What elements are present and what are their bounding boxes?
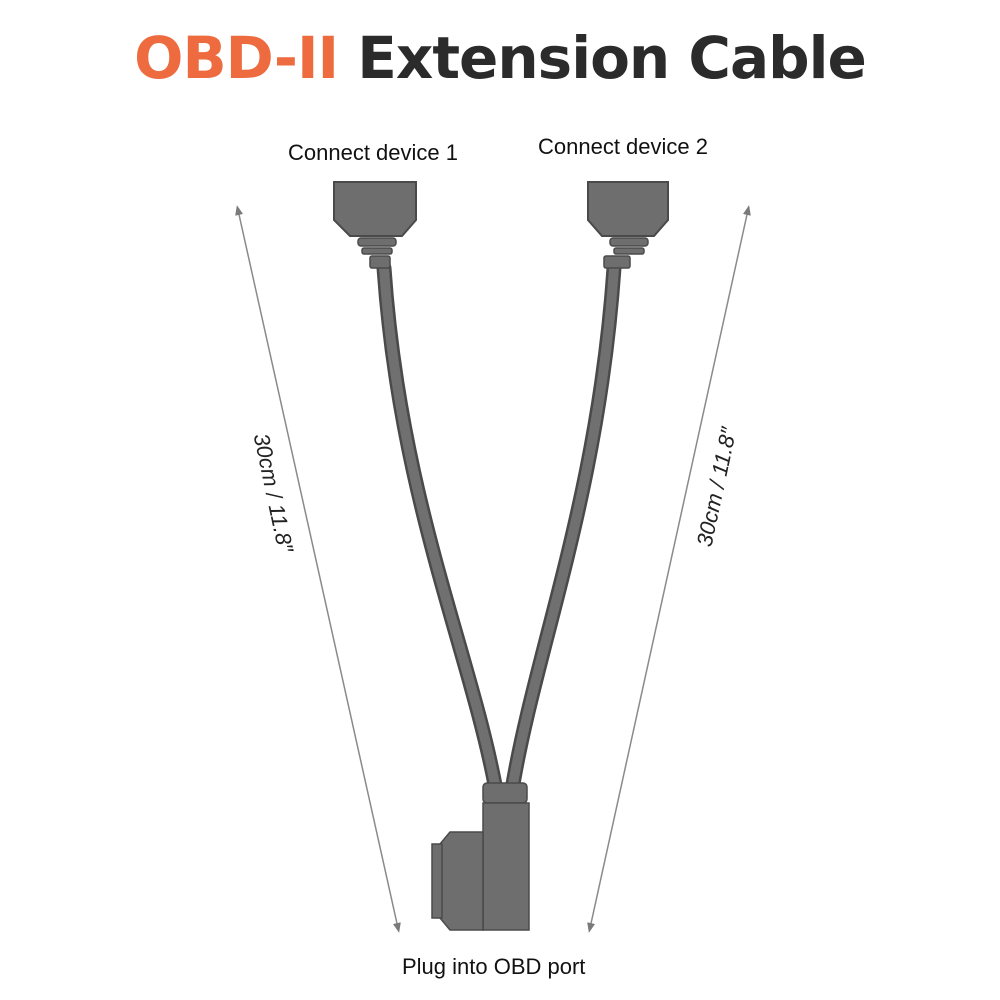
- dimension-arrow-right: [587, 205, 751, 933]
- title-main: Extension Cable: [338, 24, 867, 92]
- cable-right-braid: [507, 263, 619, 795]
- label-connect-device-1: Connect device 1: [288, 140, 458, 165]
- cable-left-braid: [379, 263, 501, 795]
- dimension-arrow-left: [235, 205, 401, 933]
- connector-device-1: [333, 181, 417, 269]
- connector-device-2: [587, 181, 669, 269]
- label-plug-into-obd-port: Plug into OBD port: [402, 954, 586, 979]
- page-title: OBD-II Extension Cable: [0, 18, 1000, 98]
- title-accent: OBD-II: [134, 24, 339, 92]
- connector-obd-plug: [431, 782, 530, 931]
- label-connect-device-2: Connect device 2: [538, 134, 708, 159]
